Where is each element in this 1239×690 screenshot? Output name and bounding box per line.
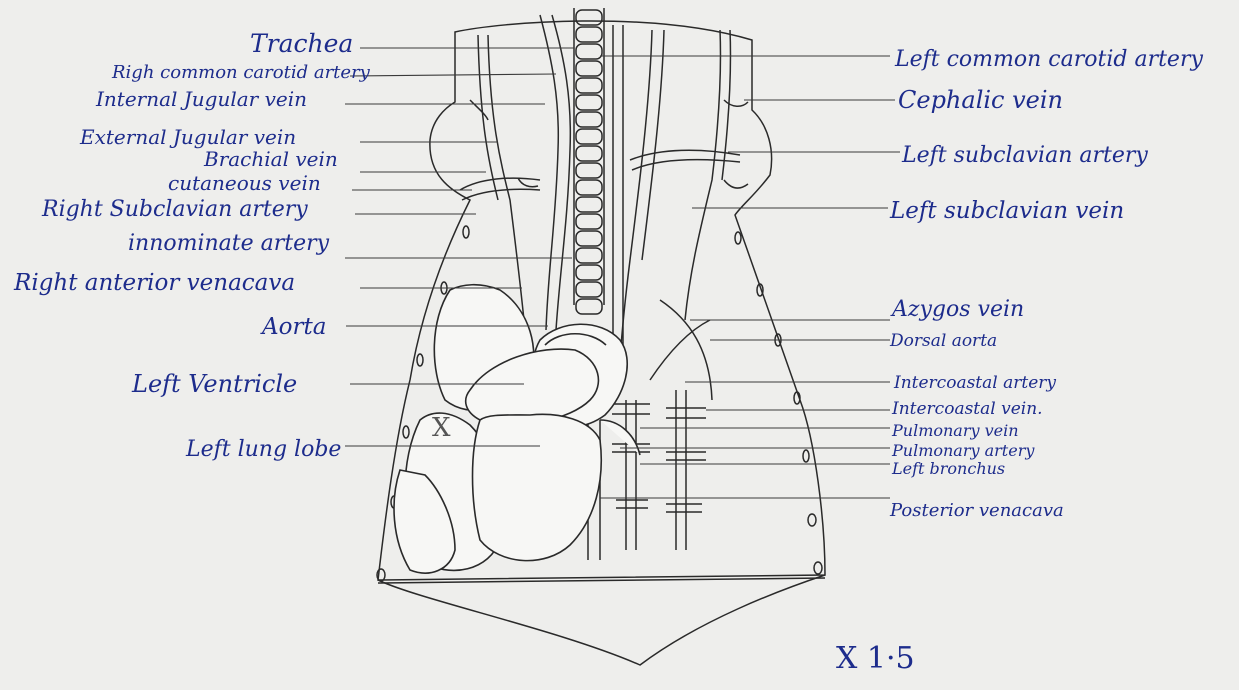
label-pulmonary-artery: Pulmonary artery <box>891 441 1035 460</box>
label-left-lung-lobe: Left lung lobe <box>185 437 341 462</box>
label-cephalic-vein: Cephalic vein <box>898 86 1063 114</box>
trachea-ring <box>576 129 602 144</box>
label-dorsal-aorta: Dorsal aorta <box>889 331 997 351</box>
trachea-ring <box>576 214 602 229</box>
label-left-subclavian-artery: Left subclavian artery <box>901 143 1148 168</box>
label-pulmonary-vein: Pulmonary vein <box>891 421 1019 440</box>
rib-markers-right <box>735 232 822 574</box>
label-external-jugular: External Jugular vein <box>79 125 296 149</box>
trachea-ring <box>576 44 602 59</box>
trachea-ring <box>576 146 602 161</box>
label-left-bronchus: Left bronchus <box>891 459 1005 478</box>
trachea-ring <box>576 61 602 76</box>
label-aorta: Aorta <box>260 314 326 340</box>
trachea-ring <box>576 231 602 246</box>
magnification-label: X 1·5 <box>836 641 915 676</box>
label-internal-jugular: Internal Jugular vein <box>95 87 307 111</box>
trachea-ring <box>576 112 602 127</box>
trachea-ring <box>576 248 602 263</box>
label-intercoastal-artery: Intercoastal artery <box>893 373 1056 393</box>
trachea-ring <box>576 163 602 178</box>
label-cutaneous-vein: cutaneous vein <box>168 171 321 195</box>
labels-right: Left common carotid artery Cephalic vein… <box>889 47 1203 521</box>
label-right-anterior-venacava: Right anterior venacava <box>13 270 295 296</box>
trachea-ring <box>576 265 602 280</box>
trachea-ring <box>576 180 602 195</box>
label-brachial-vein: Brachial vein <box>203 147 338 171</box>
label-right-common-carotid: Righ common carotid artery <box>111 62 371 83</box>
label-left-common-carotid: Left common carotid artery <box>894 47 1203 72</box>
label-intercoastal-vein: Intercoastal vein. <box>891 399 1043 419</box>
label-innominate-artery: innominate artery <box>128 231 330 256</box>
trachea-ring <box>576 95 602 110</box>
organs <box>394 285 640 573</box>
label-trachea: Trachea <box>250 29 353 58</box>
trachea-drawing <box>574 8 604 314</box>
label-posterior-venacava: Posterior venacava <box>889 500 1064 521</box>
trachea-ring <box>576 78 602 93</box>
label-left-subclavian-vein: Left subclavian vein <box>889 198 1124 224</box>
label-right-subclavian-artery: Right Subclavian artery <box>41 197 308 222</box>
label-left-ventricle: Left Ventricle <box>131 370 297 398</box>
trachea-ring <box>576 197 602 212</box>
cross-mark: X <box>432 413 451 443</box>
trachea-ring <box>576 10 602 25</box>
label-azygos-vein: Azygos vein <box>890 297 1024 322</box>
trachea-ring <box>576 27 602 42</box>
trachea-ring <box>576 282 602 297</box>
trachea-ring <box>576 299 602 314</box>
labels-left: Trachea Righ common carotid artery Inter… <box>13 29 371 462</box>
